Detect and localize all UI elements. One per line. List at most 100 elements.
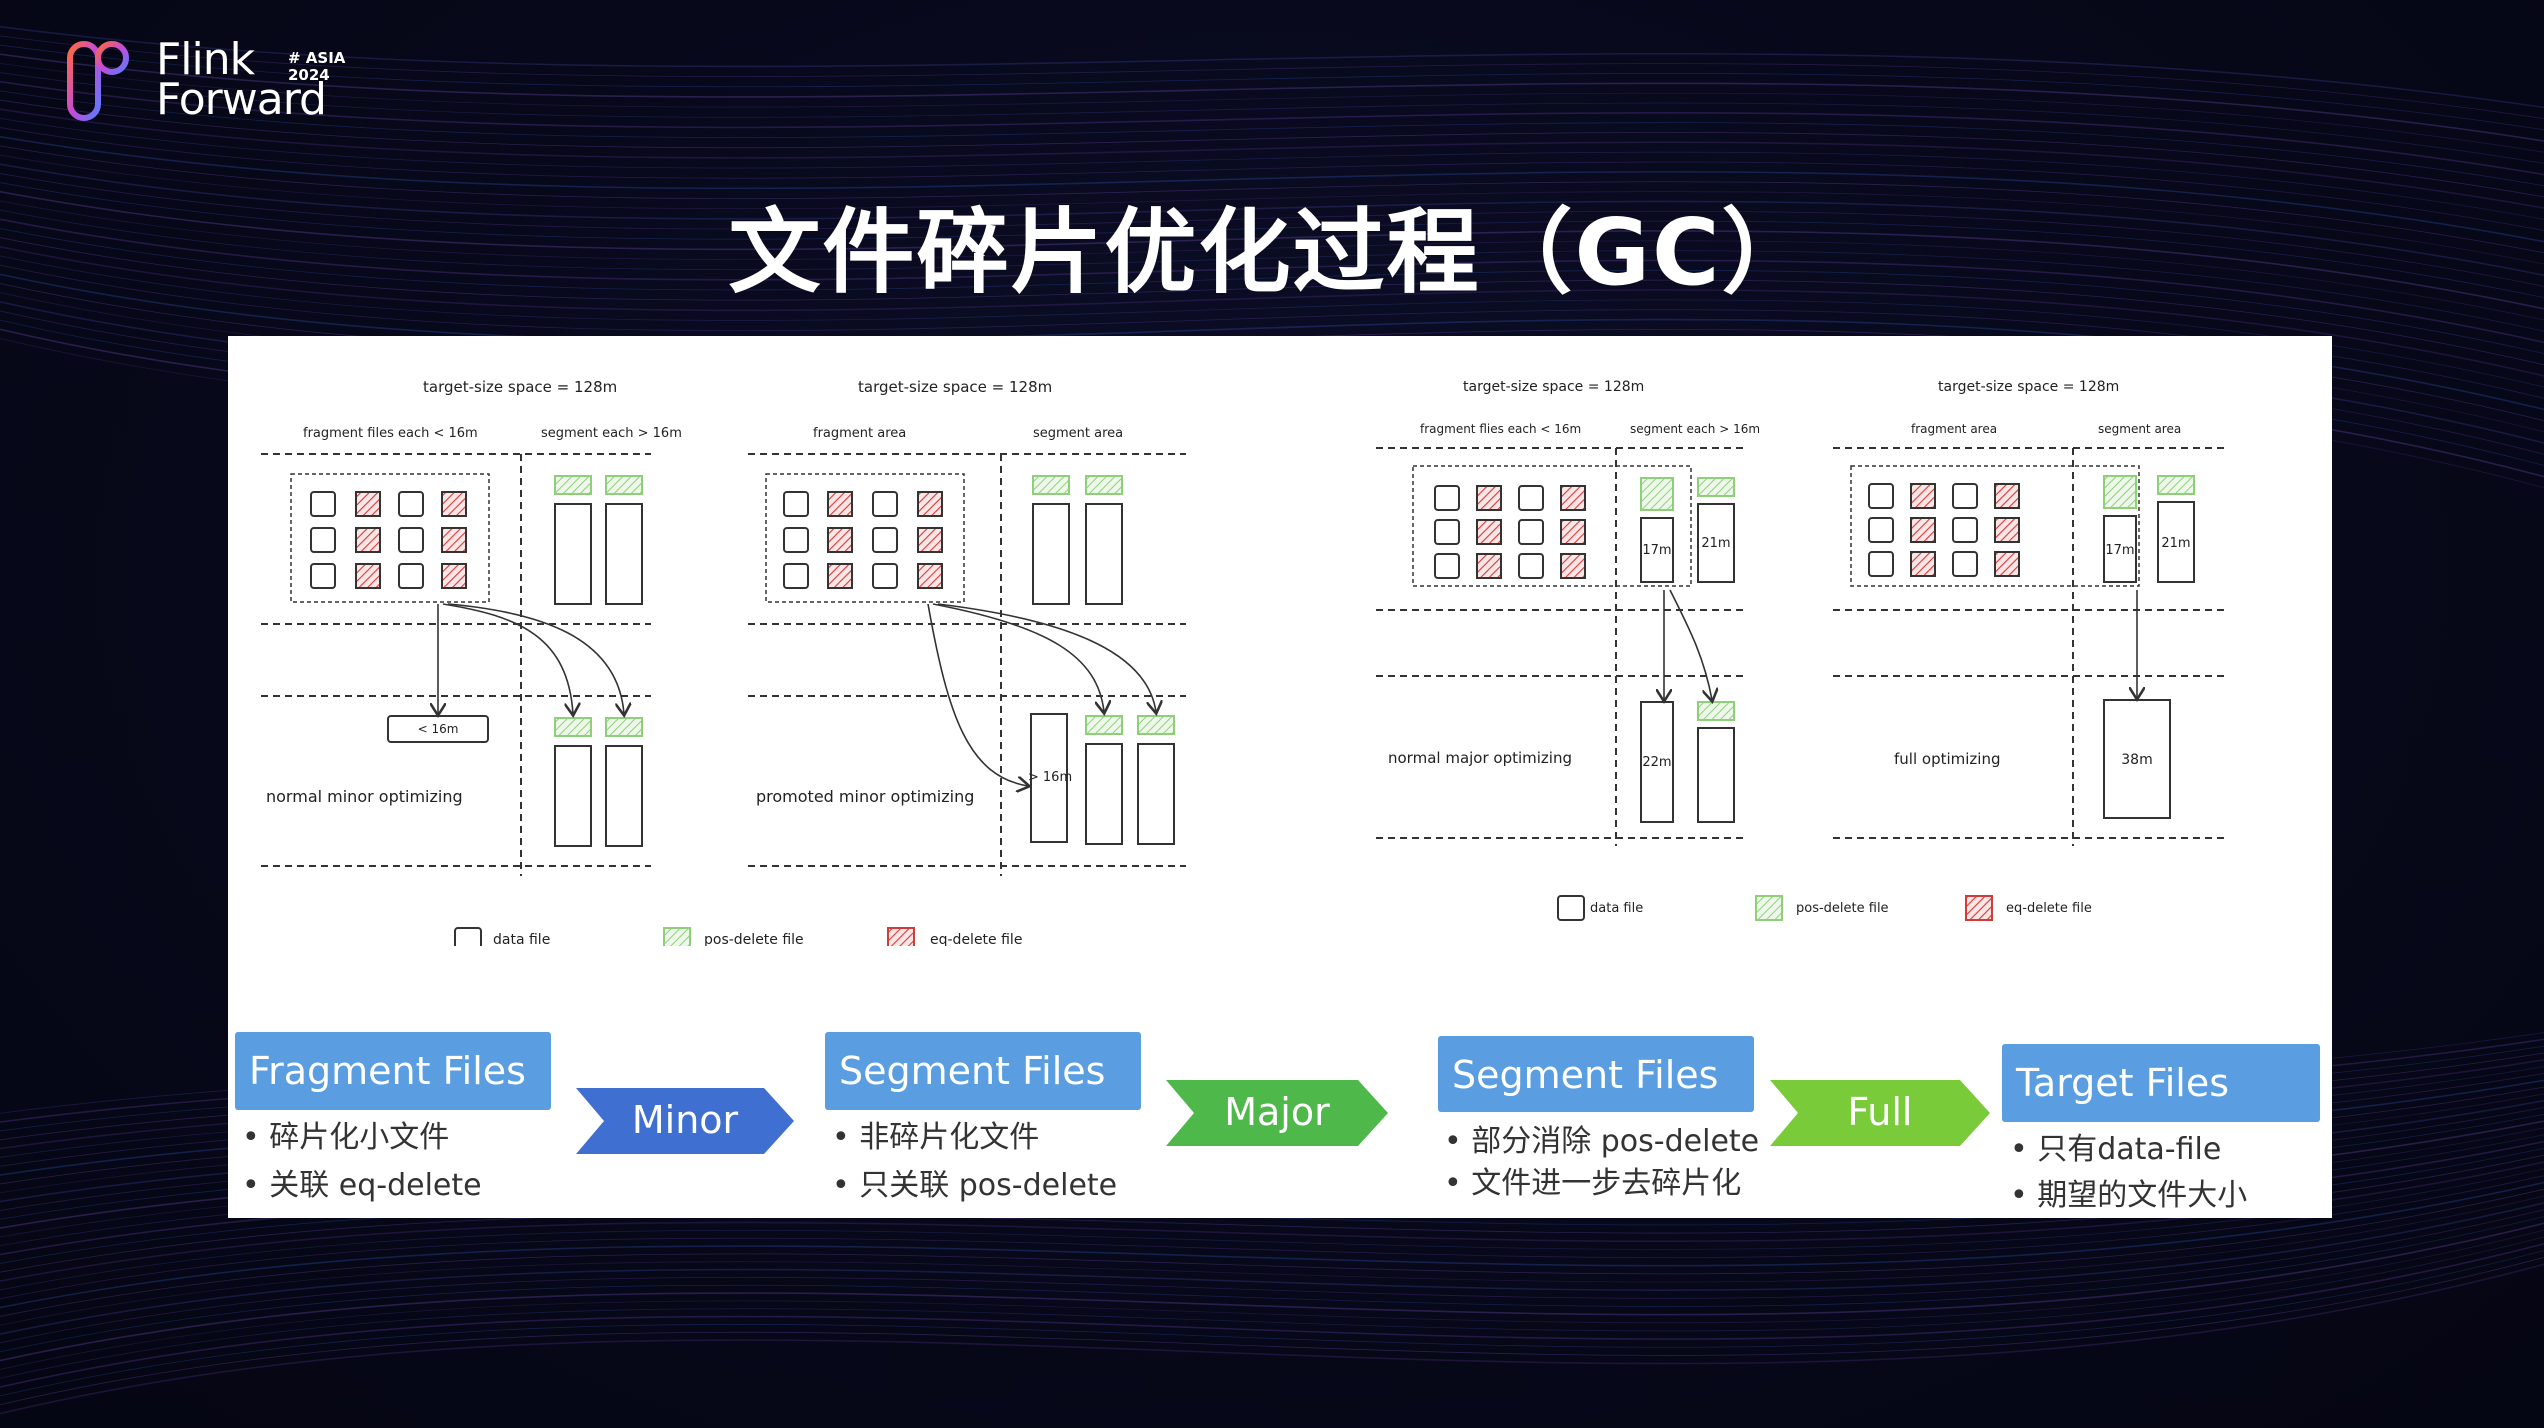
legend-left: data file pos-delete file eq-delete file <box>454 927 1022 946</box>
d2-merged-size: > 16m <box>1028 770 1072 785</box>
background-streak <box>0 182 2544 299</box>
background-streak <box>0 127 2544 231</box>
legend-data-label: data file <box>493 932 550 946</box>
d1-left-area: fragment files each < 16m <box>303 426 478 441</box>
d4-label: full optimizing <box>1894 750 2001 768</box>
background-streak <box>0 108 2544 209</box>
background-streak <box>0 1195 2544 1326</box>
page-title: 文件碎片优化过程（GC） <box>728 199 1816 306</box>
d3-label: normal major optimizing <box>1388 749 1572 767</box>
background-streak <box>0 227 2544 354</box>
background-streak <box>0 90 2544 187</box>
d3-left-area: fragment flies each < 16m <box>1420 422 1581 436</box>
logo-badge-asia: # ASIA <box>288 49 346 67</box>
background-streak <box>0 44 2544 131</box>
d2-left-area: fragment area <box>813 426 906 441</box>
background-streak <box>0 245 2544 377</box>
legend2-data-swatch <box>1557 895 1585 921</box>
background-streak <box>0 154 2544 265</box>
background-streak <box>0 35 2544 120</box>
d3-merged-size: 22m <box>1642 755 1671 770</box>
background-streak <box>0 1242 2544 1388</box>
background-streak <box>0 255 2544 388</box>
diagram-full: target-size space = 128m fragment area s… <box>1833 379 2226 846</box>
d2-right-area: segment area <box>1033 426 1123 441</box>
legend-pos-swatch <box>663 927 691 946</box>
diagram-normal-minor: target-size space = 128m fragment files … <box>261 378 682 876</box>
logo-flink: Flink <box>156 34 255 85</box>
legend-eq-swatch <box>887 927 915 946</box>
background-streak <box>0 99 2544 198</box>
legend2-data-label: data file <box>1590 901 1643 916</box>
d1-right-area: segment each > 16m <box>541 426 682 441</box>
background-streak <box>0 80 2544 176</box>
target-bullet-1: • 只有data-file <box>2010 1132 2222 1167</box>
background-streak <box>0 1175 2544 1300</box>
background-streak <box>0 237 2544 366</box>
major-label: Major <box>1224 1090 1330 1134</box>
background-streak <box>0 117 2544 220</box>
d1-space: target-size space = 128m <box>423 378 617 396</box>
minor-label: Minor <box>631 1098 739 1142</box>
d2-space: target-size space = 128m <box>858 378 1052 396</box>
d3-size-1: 17m <box>1642 543 1671 558</box>
background-streak <box>0 1168 2544 1291</box>
background-streak <box>0 1216 2544 1353</box>
d3-space: target-size space = 128m <box>1463 379 1644 395</box>
legend2-pos-label: pos-delete file <box>1796 901 1889 916</box>
fragment-bullet-2: • 关联 eq-delete <box>242 1168 482 1203</box>
legend2-eq-swatch <box>1965 895 1993 921</box>
background-streak <box>0 1236 2544 1379</box>
d4-left-area: fragment area <box>1911 422 1997 436</box>
d4-merged-size: 38m <box>2121 752 2152 768</box>
full-arrow: Full <box>1770 1080 1990 1146</box>
full-label: Full <box>1847 1090 1913 1134</box>
legend-right: data file pos-delete file eq-delete file <box>1557 895 2092 921</box>
background-streak <box>0 53 2544 142</box>
background-streak <box>0 264 2544 399</box>
background-streak <box>0 209 2544 332</box>
d3-right-area: segment each > 16m <box>1630 422 1760 436</box>
d4-right-area: segment area <box>2098 422 2181 436</box>
background-streak <box>0 1188 2544 1317</box>
background-streak <box>0 62 2544 153</box>
d1-merged-size: < 16m <box>418 722 459 736</box>
logo-icon <box>67 41 130 121</box>
legend-eq-label: eq-delete file <box>930 932 1022 946</box>
background-streak <box>0 1256 2544 1406</box>
diagram-promoted-minor: target-size space = 128m fragment area s… <box>748 378 1186 876</box>
background-streak <box>0 190 2544 310</box>
background-streak <box>0 1209 2544 1344</box>
fragment-bullet-1: • 碎片化小文件 <box>242 1120 450 1155</box>
background-streak <box>0 163 2544 277</box>
d4-space: target-size space = 128m <box>1938 379 2119 395</box>
target-bullet-2: • 期望的文件大小 <box>2010 1178 2248 1213</box>
segment-files-box-2: Segment Files <box>1438 1036 1754 1112</box>
background-streak <box>0 135 2544 243</box>
legend-data-swatch <box>454 927 482 946</box>
background-streak <box>0 172 2544 287</box>
major-arrow: Major <box>1166 1080 1388 1146</box>
segment1-bullet-2: • 只关联 pos-delete <box>832 1168 1118 1203</box>
minor-arrow: Minor <box>576 1088 794 1154</box>
background-streak <box>0 200 2544 321</box>
fragment-files-box: Fragment Files <box>235 1032 551 1110</box>
legend2-eq-label: eq-delete file <box>2006 901 2092 916</box>
d4-size-2: 21m <box>2161 536 2190 551</box>
background-streak <box>0 25 2544 109</box>
background-streak <box>0 1222 2544 1362</box>
segment2-bullet-1: • 部分消除 pos-delete <box>1444 1124 1760 1159</box>
segment1-bullet-1: • 非碎片化文件 <box>832 1120 1040 1155</box>
background-streak <box>0 1263 2544 1415</box>
background-streak <box>0 1229 2544 1370</box>
d4-size-1: 17m <box>2105 543 2134 558</box>
logo-badge-year: 2024 <box>288 66 330 84</box>
diagram-panel: target-size space = 128m fragment files … <box>228 336 2332 1218</box>
d2-label: promoted minor optimizing <box>756 787 974 806</box>
logo-forward: Forward <box>156 74 327 125</box>
background-streak <box>0 218 2544 344</box>
segment2-bullet-2: • 文件进一步去碎片化 <box>1444 1166 1742 1201</box>
background-streak <box>0 1250 2544 1397</box>
background-streak <box>0 72 2544 164</box>
